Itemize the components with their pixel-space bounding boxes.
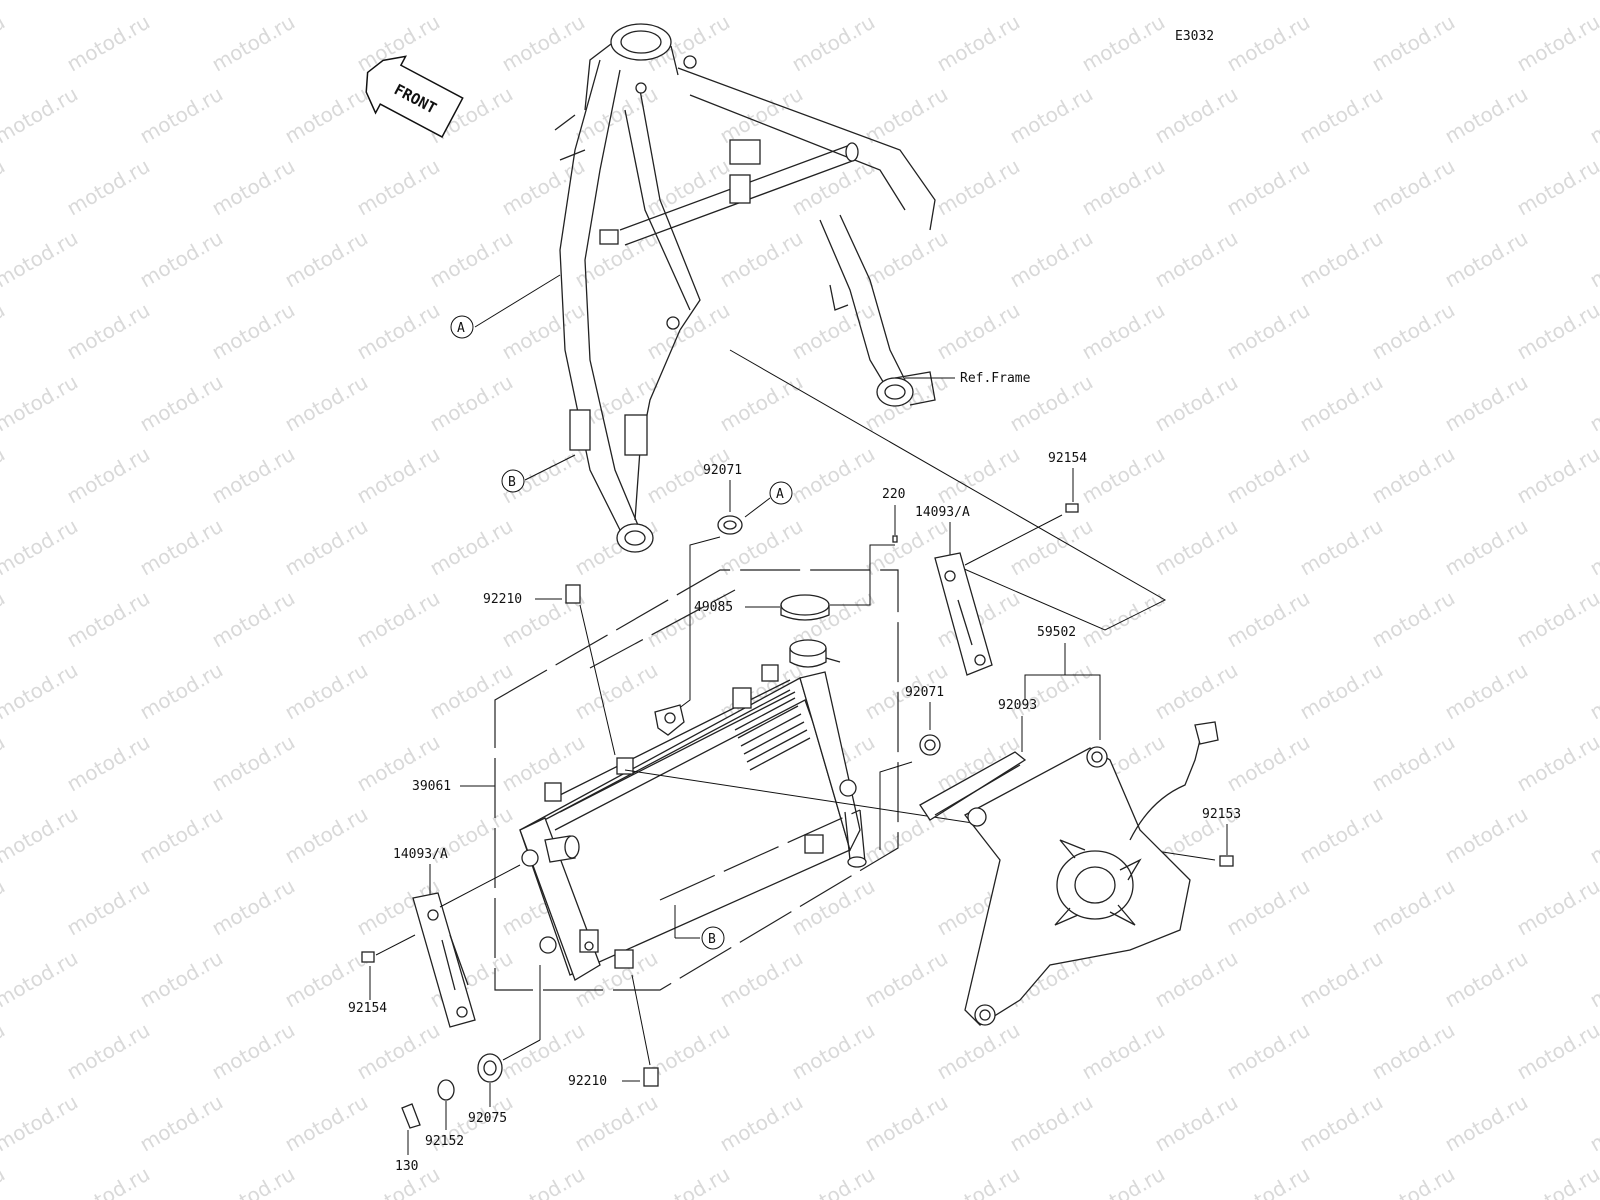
part-14093a-left: 14093/A xyxy=(393,847,448,862)
callout-b-top xyxy=(501,469,525,493)
clip-92210-bottom xyxy=(643,1067,659,1087)
bolt-92154-left xyxy=(361,951,375,963)
radiator-cap xyxy=(780,594,830,616)
part-92071-mid: 92071 xyxy=(905,685,944,700)
part-92152: 92152 xyxy=(425,1134,464,1149)
ref-frame-label: Ref.Frame xyxy=(960,371,1031,386)
callout-b-top-label: B xyxy=(508,475,516,490)
callout-a-top xyxy=(450,315,474,339)
part-92210-top: 92210 xyxy=(483,592,522,607)
part-92154-left: 92154 xyxy=(348,1001,387,1016)
part-92154-right: 92154 xyxy=(1048,451,1087,466)
part-92153: 92153 xyxy=(1202,807,1241,822)
part-92075: 92075 xyxy=(468,1111,507,1126)
clip-92210-top xyxy=(565,584,581,604)
part-92210-bottom: 92210 xyxy=(568,1074,607,1089)
part-130: 130 xyxy=(395,1159,418,1174)
frame-drawing xyxy=(554,23,936,553)
bolt-92154-right xyxy=(1065,503,1079,513)
part-92071-top: 92071 xyxy=(703,463,742,478)
fan-shroud xyxy=(964,721,1219,1026)
callout-a-mid xyxy=(769,481,793,505)
callout-a-top-label: A xyxy=(457,321,465,336)
bolt-130 xyxy=(401,1103,421,1129)
part-14093a-right: 14093/A xyxy=(915,505,970,520)
bracket-92093 xyxy=(919,751,1027,821)
callout-a-mid-label: A xyxy=(776,487,784,502)
front-arrow-icon: FRONT xyxy=(365,55,464,138)
connector-icon xyxy=(1194,721,1219,745)
callout-b-low-label: B xyxy=(708,932,716,947)
part-59502: 59502 xyxy=(1037,625,1076,640)
part-92093: 92093 xyxy=(998,698,1037,713)
side-cover-left xyxy=(412,892,476,1028)
callout-b-low xyxy=(701,926,725,950)
part-39061: 39061 xyxy=(412,779,451,794)
collar-92152 xyxy=(437,1079,455,1101)
part-220: 220 xyxy=(882,487,905,502)
part-49085: 49085 xyxy=(694,600,733,615)
radiator-core xyxy=(519,664,867,981)
diagram-code: E3032 xyxy=(1175,29,1214,44)
side-cover-right xyxy=(934,552,993,676)
bolt-92153 xyxy=(1219,855,1234,867)
